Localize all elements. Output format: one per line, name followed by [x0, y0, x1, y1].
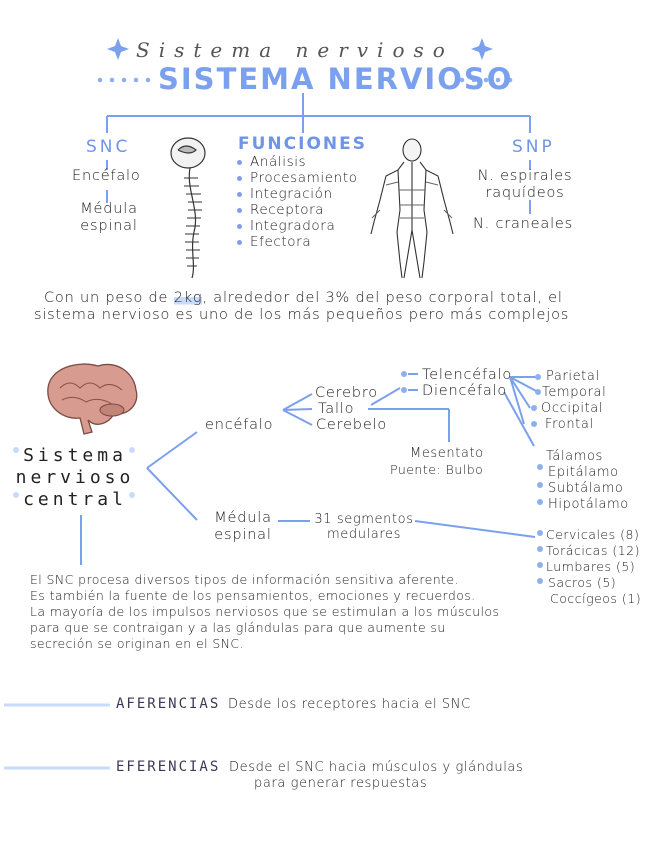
snc-center-label: Sistema nervioso central [15, 445, 135, 510]
snc-medula: Médula espinal [80, 201, 138, 234]
aferencias-text: Desde los receptores hacia el SNC [228, 697, 471, 712]
cerebelo-node: Cerebelo [316, 417, 388, 433]
intro-line-1: Con un peso de 2kg, alrededor del 3% del… [44, 290, 563, 306]
lobe-frontal: Frontal [545, 417, 594, 432]
lobe-parietal: Parietal [546, 369, 600, 384]
brain-illustration [47, 363, 138, 435]
encefalo-node: encéfalo [205, 417, 274, 433]
medula-node: Médula espinal [214, 510, 272, 543]
funcion-item: Integración [237, 186, 358, 202]
mesentato-node: Mesentato [410, 446, 484, 461]
eferencias-label: EFERENCIAS [116, 759, 221, 775]
sparkle-right-icon [471, 38, 493, 60]
seg-cervicales: Cervicales (8) [546, 527, 640, 542]
sparkle-left-icon [107, 38, 129, 60]
seg-sacros: Sacros (5) [548, 575, 617, 590]
funciones-heading: FUNCIONES [238, 134, 367, 154]
snc-paragraph: El SNC procesa diversos tipos de informa… [30, 572, 499, 652]
snp-espirales: N. espirales raquídeos [477, 168, 573, 201]
paragraph-line: El SNC procesa diversos tipos de informa… [30, 572, 459, 587]
snp-heading: SNP [512, 137, 555, 157]
eferencias-text-1: Desde el SNC hacia músculos y glándulas [229, 760, 524, 775]
paragraph-line: Es también la fuente de los pensamientos… [30, 588, 476, 603]
script-title: Sistema nervioso [136, 38, 454, 62]
segmentos-node: 31 segmentos medulares [314, 512, 414, 542]
dien-talamos: Tálamos [546, 449, 603, 464]
bullet-icon [237, 175, 242, 181]
funcion-item: Efectora [237, 234, 358, 250]
bullet-icon [237, 191, 242, 197]
funcion-item: Análisis [237, 154, 358, 170]
bullet-icon [237, 207, 242, 213]
puente-node: Puente: Bulbo [390, 462, 484, 477]
bullet-icon [237, 159, 242, 165]
snc-heading: SNC [86, 137, 131, 157]
funcion-item: Receptora [237, 202, 358, 218]
eferencias-text-2: para generar respuestas [254, 776, 428, 791]
seg-lumbares: Lumbares (5) [546, 559, 636, 574]
funciones-list: Análisis Procesamiento Integración Recep… [237, 154, 358, 250]
bullet-icon [237, 239, 242, 245]
paragraph-line: La mayoría de los impulsos nerviosos que… [30, 604, 500, 619]
funcion-item: Procesamiento [237, 170, 358, 186]
title-dots-left [97, 77, 151, 83]
page-title: SISTEMA NERVIOSO [158, 62, 514, 96]
funcion-item: Integradora [237, 218, 358, 234]
snp-craneales: N. craneales [473, 216, 573, 232]
dien-subtalamo: Subtálamo [548, 481, 624, 496]
dien-hipotalamo: Hipotálamo [548, 497, 629, 512]
spine-illustration [170, 137, 206, 279]
diencefalo-node: Diencéfalo [422, 383, 508, 399]
paragraph-line: secreción se originan en el SNC. [30, 636, 244, 651]
paragraph-line: para que se contraigan y a las glándulas… [30, 620, 446, 635]
cerebro-node: Cerebro [315, 385, 378, 401]
seg-coccigeos: Coccígeos (1) [550, 591, 642, 606]
lobe-temporal: Temporal [542, 385, 607, 400]
dien-epitalamo: Epitálamo [548, 465, 619, 480]
telencefalo-node: Telencéfalo [422, 367, 513, 383]
title-dots-right [459, 77, 513, 83]
aferencias-label: AFERENCIAS [116, 696, 221, 712]
intro-line-2: sistema nervioso es uno de los más peque… [34, 307, 570, 323]
weight-highlight: 2kg [173, 290, 203, 306]
nervous-body-illustration [370, 138, 454, 279]
snc-encefalo: Encéfalo [72, 168, 141, 184]
seg-toracicas: Torácicas (12) [546, 543, 640, 558]
lobe-occipital: Occipital [541, 401, 604, 416]
bullet-icon [237, 223, 242, 229]
tallo-node: Tallo [318, 401, 355, 417]
